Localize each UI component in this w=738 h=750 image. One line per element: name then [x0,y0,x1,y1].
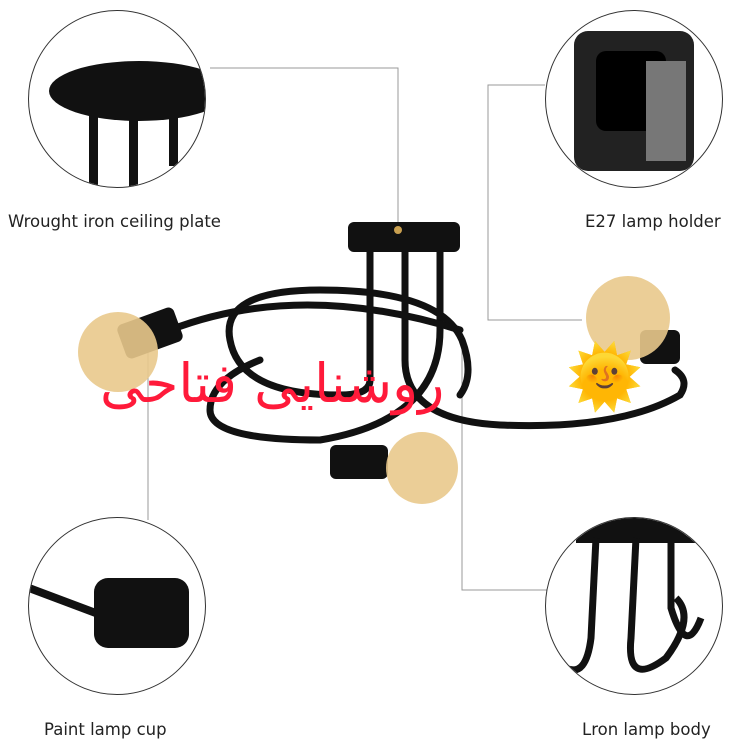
detail-lamp-holder [545,10,723,188]
bulb-right [586,276,670,360]
bulb-front [386,432,458,504]
detail-ceiling-plate [28,10,206,188]
detail-lamp-cup [28,517,206,695]
ceiling-plate [348,222,460,252]
lamp-cup-front [330,445,388,479]
label-ceiling-plate: Wrought iron ceiling plate [8,212,221,231]
sun-emoji-icon: 🌞 [566,340,644,413]
leader-lines [147,67,582,591]
bulb-left [78,312,158,392]
label-lamp-holder: E27 lamp holder [585,212,721,231]
label-lamp-cup: Paint lamp cup [44,720,167,739]
lamp-arms [166,246,688,444]
label-lamp-body: Lron lamp body [582,720,711,739]
watermark-text: روشنایی فتاحی [100,352,445,415]
detail-lamp-body [545,517,723,695]
